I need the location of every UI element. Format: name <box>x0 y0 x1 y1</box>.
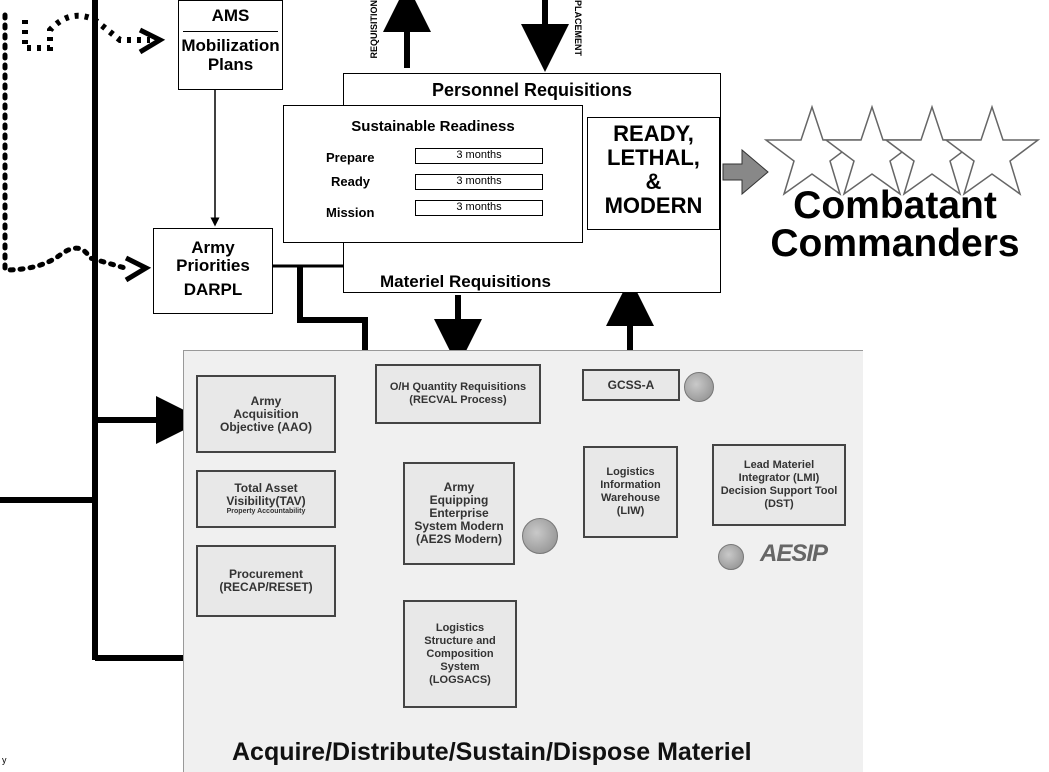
army-priorities-line1: Army <box>191 238 235 257</box>
ready-lethal-modern-box: READY, LETHAL, & MODERN <box>587 117 720 230</box>
army-priorities-line2: Priorities <box>176 256 250 275</box>
oh-quantity-box: O/H Quantity Requisitions (RECVAL Proces… <box>375 364 541 424</box>
ready-line1: READY, <box>613 121 694 146</box>
sustainable-readiness-title: Sustainable Readiness <box>351 118 515 135</box>
tav-title: Total Asset Visibility(TAV) <box>226 481 306 508</box>
liw-box: Logistics Information Warehouse (LIW) <box>583 446 678 538</box>
army-priorities-box: Army Priorities DARPL <box>153 228 273 314</box>
ready-line3: & <box>645 169 662 194</box>
combatant-line2: Commanders <box>770 222 1020 265</box>
personnel-requisitions: Personnel Requisitions <box>431 80 633 100</box>
readiness-row-label: Prepare <box>326 150 375 165</box>
logsacs-box: Logistics Structure and Composition Syst… <box>403 600 517 708</box>
gcss-emblem-icon <box>684 372 714 402</box>
readiness-row-label: Mission <box>326 205 375 220</box>
gray-arrow <box>722 148 769 196</box>
star-icon <box>943 104 1041 196</box>
materiel-requisitions: Materiel Requisitions <box>380 272 551 291</box>
ae2s-box: Army Equipping Enterprise System Modern … <box>403 462 515 565</box>
ready-line2: LETHAL, <box>607 145 700 170</box>
stars-group <box>763 104 1041 196</box>
readiness-row-value: 3 months <box>415 148 543 164</box>
placement-label: PLACEMENT <box>573 0 583 56</box>
ams-box: AMS Mobilization Plans <box>178 0 283 90</box>
ams-subtitle: Mobilization Plans <box>181 36 280 74</box>
dotted-loop <box>2 12 128 273</box>
ready-line4: MODERN <box>604 193 703 218</box>
lmi-box: Lead Materiel Integrator (LMI) Decision … <box>712 444 846 526</box>
panel-footer: Acquire/Distribute/Sustain/Dispose Mater… <box>232 738 752 766</box>
procurement-box: Procurement (RECAP/RESET) <box>196 545 336 617</box>
corner-text: y <box>2 755 7 765</box>
readiness-row-value: 3 months <box>415 200 543 216</box>
aao-box: Army Acquisition Objective (AAO) <box>196 375 336 453</box>
combatant-line1: Combatant <box>793 184 997 227</box>
sustainable-readiness-box: Sustainable Readiness Prepare 3 months R… <box>283 105 583 243</box>
readiness-row-label: Ready <box>331 174 371 189</box>
ae2s-emblem-icon <box>522 518 558 554</box>
gcss-box: GCSS-A <box>582 369 680 401</box>
combatant-commanders: Combatant Commanders <box>745 184 1045 265</box>
army-priorities-line3: DARPL <box>183 280 243 299</box>
aesip-logo: AESIP <box>760 540 828 567</box>
ams-title: AMS <box>183 1 278 32</box>
aesip-emblem-icon <box>718 544 744 570</box>
tav-sub: Property Accountability <box>226 508 306 515</box>
readiness-row-value: 3 months <box>415 174 543 190</box>
tav-box: Total Asset Visibility(TAV) Property Acc… <box>196 470 336 528</box>
